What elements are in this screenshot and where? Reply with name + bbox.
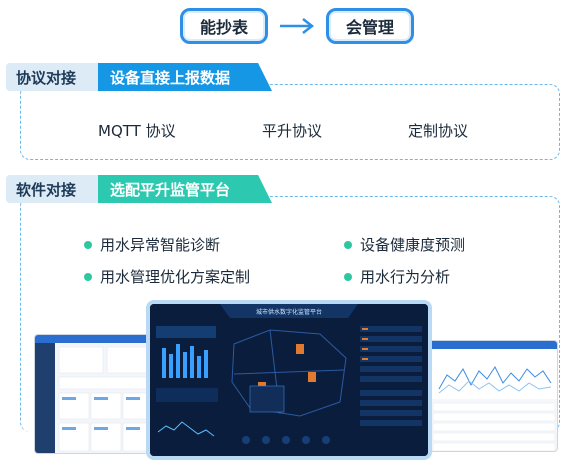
feature-item: 用水异常智能诊断 (84, 234, 220, 255)
flow-box-to: 会管理 (326, 8, 414, 44)
feature-item: 用水行为分析 (344, 266, 450, 287)
flow-box-from: 能抄表 (180, 8, 268, 44)
protocol-pingsheng: 平升协议 (262, 122, 323, 140)
software-subtitle-tag: 选配平升监管平台 (98, 175, 272, 203)
protocol-frame (20, 84, 560, 160)
bullet-dot-icon (84, 272, 92, 281)
feature-label: 设备健康度预测 (360, 236, 466, 254)
protocol-subtitle-tag: 设备直接上报数据 (98, 63, 272, 91)
feature-label: 用水管理优化方案定制 (100, 268, 251, 286)
software-tag: 软件对接 (6, 175, 102, 203)
bullet-dot-icon (344, 272, 352, 281)
software-subtitle-label: 选配平升监管平台 (110, 180, 231, 199)
left-screen-art (35, 335, 155, 453)
bullet-dot-icon (84, 240, 92, 249)
flow-to-label: 会管理 (345, 18, 394, 37)
center-screen-art: 城市供水数字化监管平台 (150, 304, 428, 456)
dashboard-screenshot-center: 城市供水数字化监管平台 (146, 300, 432, 460)
dashboard-title: 城市供水数字化监管平台 (256, 308, 322, 316)
bullet-dot-icon (344, 240, 352, 249)
dashboard-screenshot-right (428, 340, 558, 452)
feature-item: 设备健康度预测 (344, 234, 465, 255)
flow-from-label: 能抄表 (199, 18, 248, 37)
right-screen-art (429, 341, 557, 451)
software-frame (20, 196, 560, 432)
arrow-right-icon (280, 18, 315, 34)
protocol-mqtt: MQTT 协议 (98, 122, 176, 140)
feature-label: 用水行为分析 (360, 268, 451, 286)
protocol-tag-label: 协议对接 (16, 68, 77, 87)
feature-label: 用水异常智能诊断 (100, 236, 221, 254)
protocol-subtitle-label: 设备直接上报数据 (110, 68, 231, 87)
dashboard-screenshot-left (34, 334, 156, 454)
protocol-tag: 协议对接 (6, 63, 102, 91)
protocol-custom: 定制协议 (408, 122, 469, 140)
feature-item: 用水管理优化方案定制 (84, 266, 250, 287)
software-tag-label: 软件对接 (16, 180, 77, 199)
